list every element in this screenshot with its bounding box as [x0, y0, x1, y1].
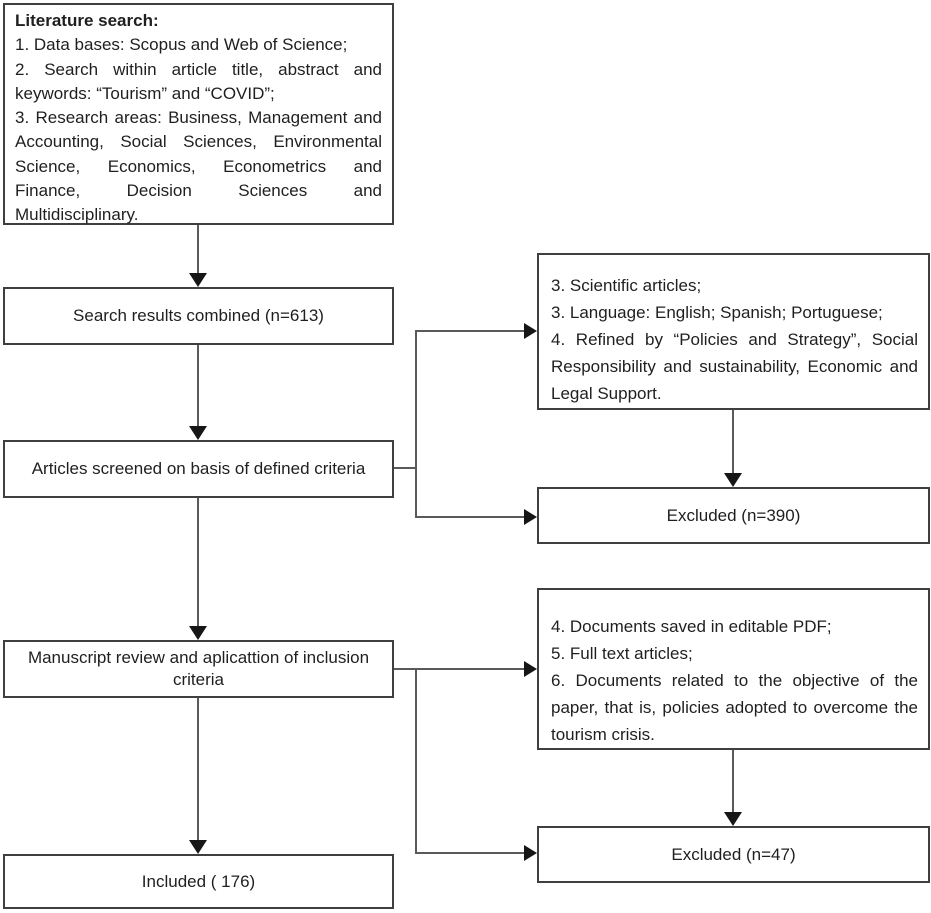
manuscript-review-box: Manuscript review and aplicattion of inc…: [3, 640, 394, 698]
screening-criteria-item: 3. Language: English; Spanish; Portugues…: [551, 303, 883, 322]
connector-branch-screened: [415, 330, 417, 518]
arrow-line-results-to-screened: [197, 345, 199, 426]
excluded-47-box: Excluded (n=47): [537, 826, 930, 883]
inclusion-criteria-item: 6. Documents related to the objective of…: [551, 671, 918, 744]
arrow-line-criteria-to-excluded390: [732, 410, 734, 473]
included-box: Included ( 176): [3, 854, 394, 909]
articles-screened-box: Articles screened on basis of defined cr…: [3, 440, 394, 498]
screening-criteria-box: 3. Scientific articles; 3. Language: Eng…: [537, 253, 930, 410]
included-label: Included ( 176): [141, 871, 256, 891]
literature-search-item: 2. Search within article title, abstract…: [15, 59, 382, 103]
search-results-box: Search results combined (n=613): [3, 287, 394, 345]
manuscript-review-label: Manuscript review and aplicattion of inc…: [27, 648, 370, 689]
excluded-390-box: Excluded (n=390): [537, 487, 930, 544]
inclusion-criteria-item: 5. Full text articles;: [551, 644, 693, 663]
literature-search-title: Literature search:: [15, 11, 159, 30]
arrowhead-down-icon: [724, 473, 742, 487]
literature-search-item: 1. Data bases: Scopus and Web of Science…: [15, 35, 348, 55]
articles-screened-label: Articles screened on basis of defined cr…: [31, 459, 366, 478]
literature-search-item: 3. Research areas: Business, Management …: [15, 108, 382, 225]
connector-to-criteria2: [394, 668, 524, 670]
arrow-line-review-to-included: [197, 698, 199, 840]
excluded-390-label: Excluded (n=390): [666, 505, 801, 525]
inclusion-criteria-item: 4. Documents saved in editable PDF;: [551, 617, 832, 636]
excluded-47-label: Excluded (n=47): [671, 844, 796, 864]
arrowhead-down-icon: [724, 812, 742, 826]
search-results-label: Search results combined (n=613): [73, 306, 324, 325]
connector-stub-screened: [394, 467, 416, 469]
connector-branch-review: [415, 668, 417, 853]
arrowhead-right-icon: [524, 661, 537, 677]
screening-criteria-item: 3. Scientific articles;: [551, 276, 702, 295]
arrow-line-screened-to-review: [197, 498, 199, 626]
screening-criteria-item: 4. Refined by “Policies and Strategy”, S…: [551, 330, 918, 403]
arrowhead-right-icon: [524, 845, 537, 861]
arrow-line-lit-to-results: [197, 225, 199, 273]
arrowhead-right-icon: [524, 323, 537, 339]
literature-search-box: Literature search: 1. Data bases: Scopus…: [3, 3, 394, 225]
arrowhead-down-icon: [189, 626, 207, 640]
connector-to-excluded47: [415, 852, 524, 854]
arrowhead-down-icon: [189, 840, 207, 854]
arrowhead-down-icon: [189, 426, 207, 440]
inclusion-criteria-box: 4. Documents saved in editable PDF; 5. F…: [537, 588, 930, 750]
arrowhead-down-icon: [189, 273, 207, 287]
arrow-line-criteria-to-excluded47: [732, 750, 734, 812]
connector-to-criteria1: [415, 330, 524, 332]
connector-to-excluded390: [415, 516, 524, 518]
arrowhead-right-icon: [524, 509, 537, 525]
